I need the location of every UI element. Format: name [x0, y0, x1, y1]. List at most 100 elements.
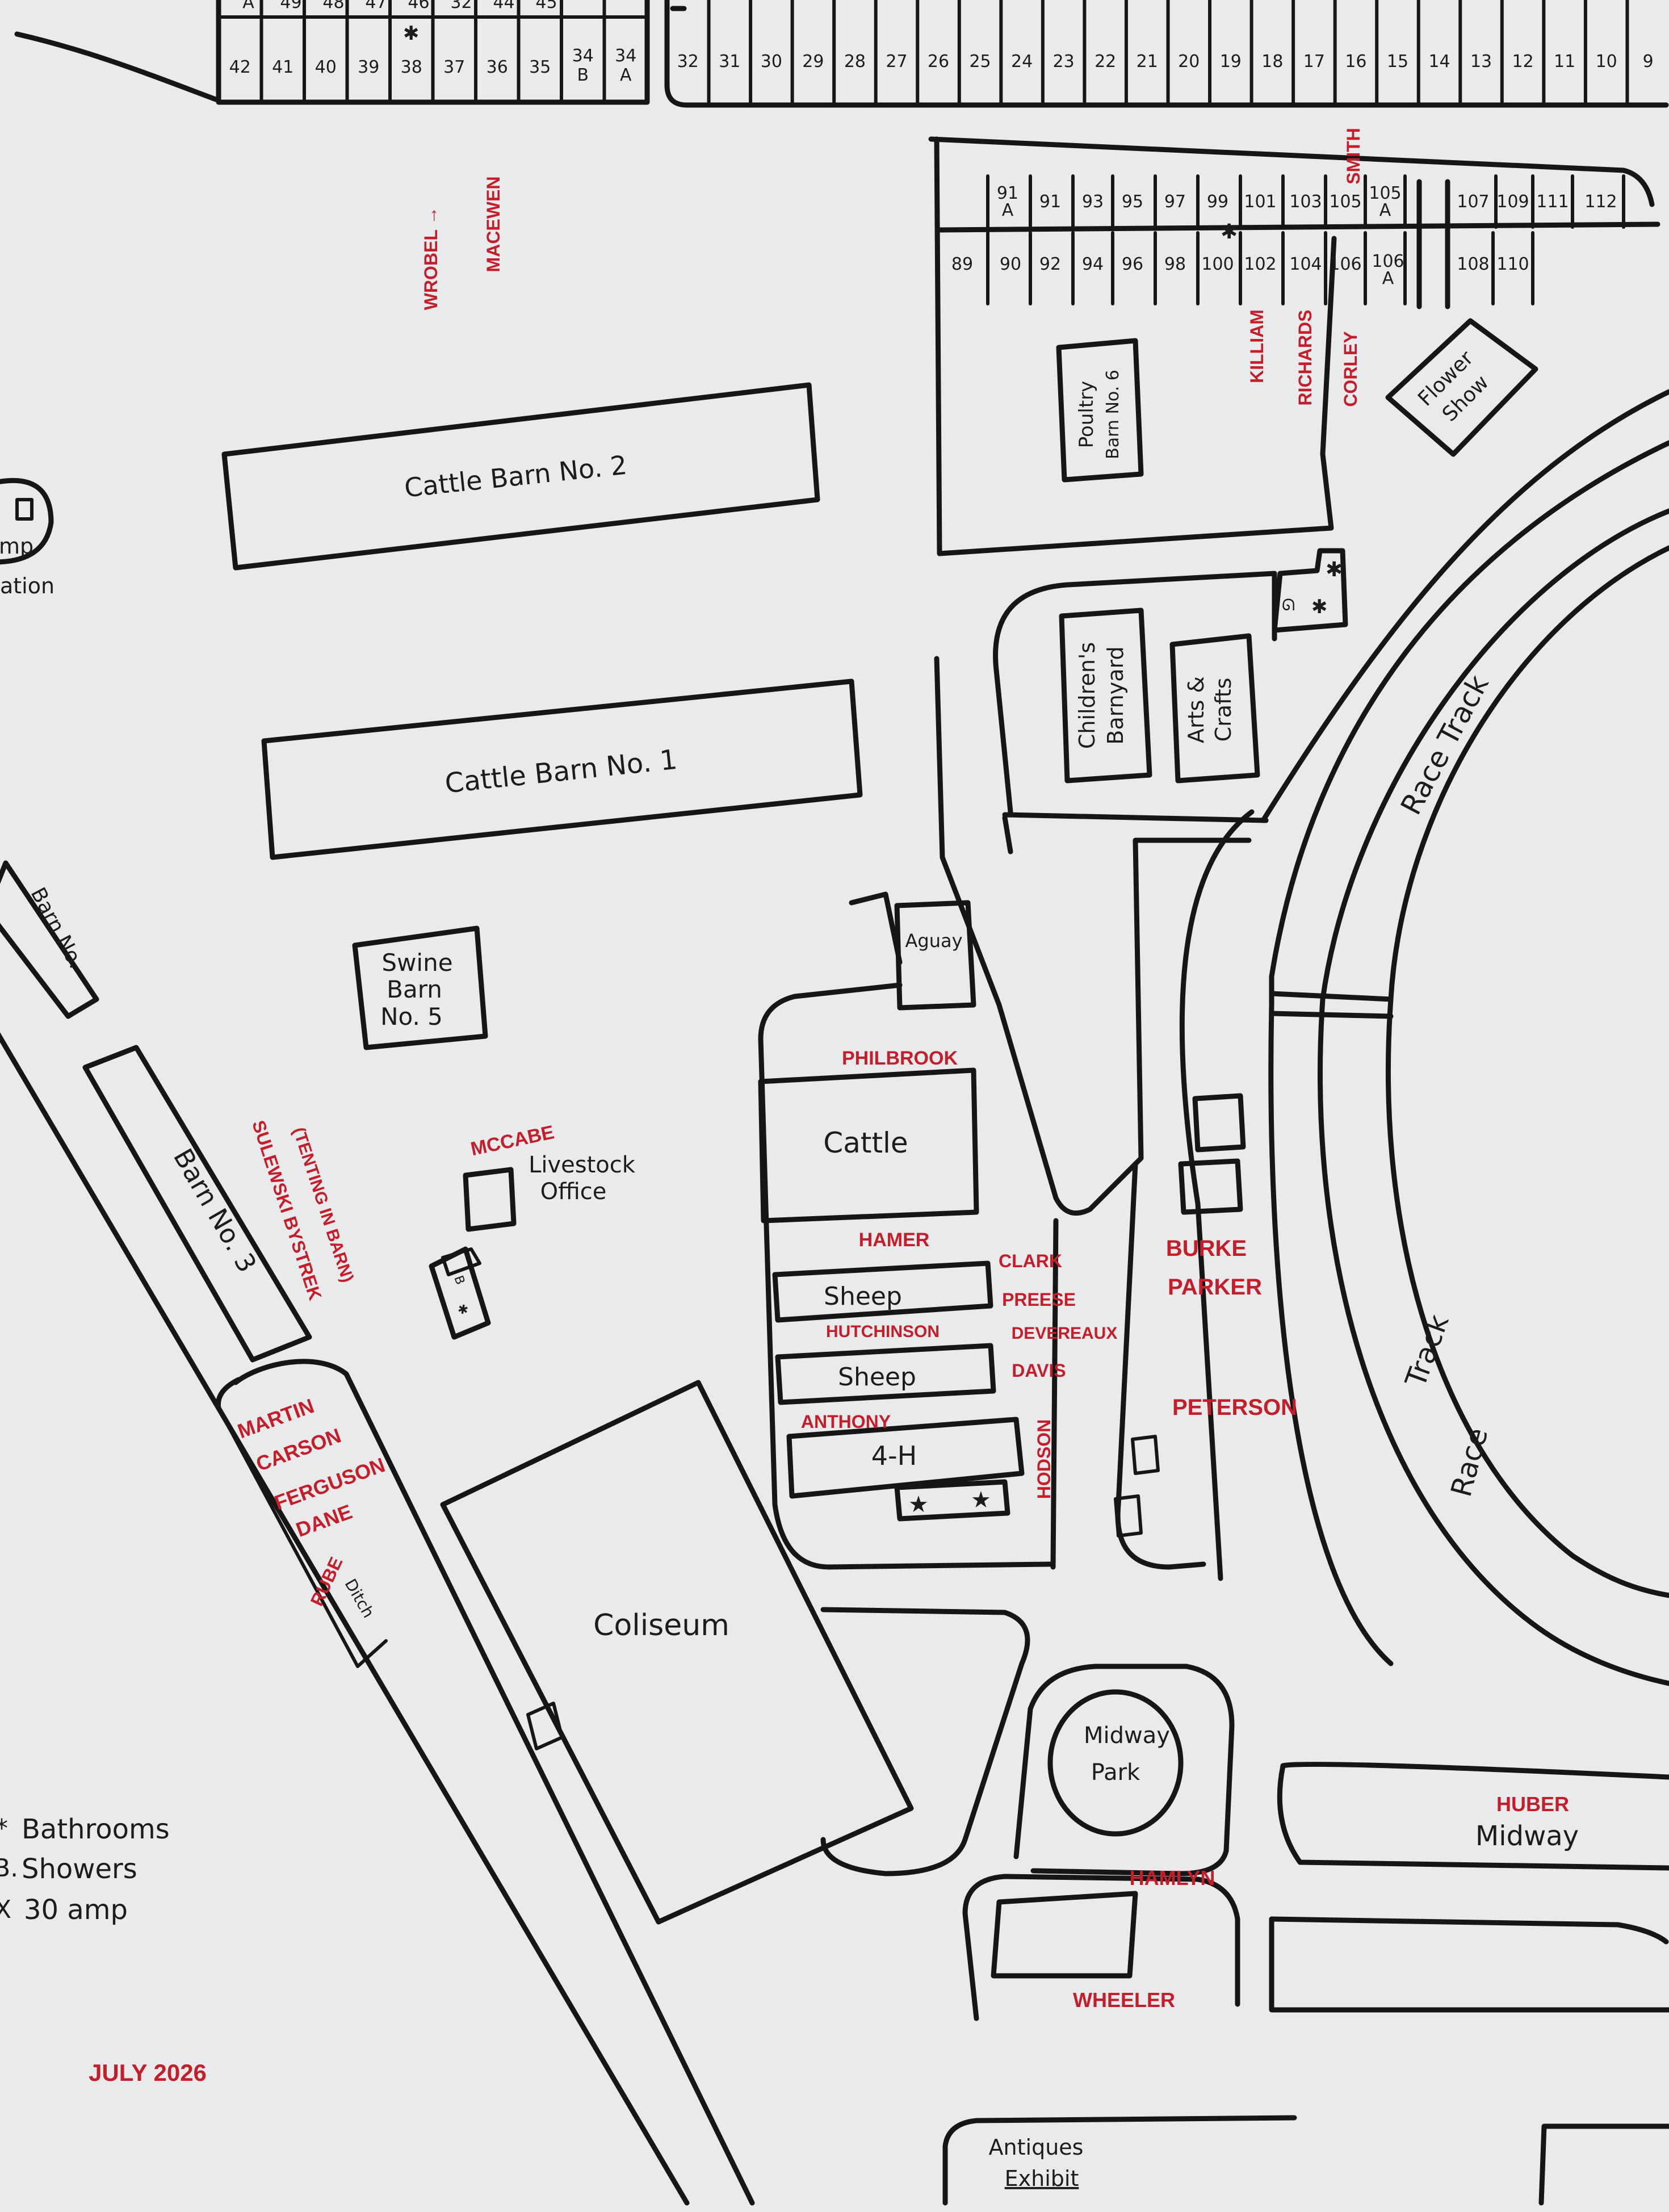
- lot-number: 23: [1053, 52, 1075, 72]
- bathroom-squares-right: [1114, 1093, 1246, 1537]
- lot-number: 27: [886, 52, 907, 72]
- map-date: JULY 2026: [89, 2059, 207, 2086]
- shower-icon: B: [451, 1274, 467, 1287]
- coliseum-entrance: [526, 1702, 564, 1750]
- lot-number: 12: [1512, 52, 1534, 72]
- swine-barn-outline: [352, 925, 488, 1050]
- lot-number: 49: [280, 0, 301, 12]
- name-hamlyn: HAMLYN: [1130, 1866, 1215, 1890]
- track-infield-road-left: [1179, 809, 1255, 1581]
- four-h-shed-outline: [786, 1417, 1025, 1499]
- name-richards: RICHARDS: [1295, 310, 1315, 406]
- race-track: Race Track Race Track: [1179, 389, 1669, 1686]
- race-track-outer-upper: [1260, 389, 1669, 823]
- lot-number: 98: [1164, 254, 1186, 274]
- lot-number: 24: [1011, 52, 1033, 72]
- shower-icon: ᘏ: [1282, 596, 1295, 614]
- childrens-barnyard-label-2: Barnyard: [1103, 646, 1128, 744]
- antiques-exhibit-label-2: Exhibit: [1005, 2166, 1079, 2191]
- swine-barn-label-1: Swine: [381, 949, 452, 977]
- name-burke: BURKE: [1166, 1236, 1247, 1261]
- barn-partial: Barn No.: [0, 860, 99, 1019]
- lot-number: 36: [487, 57, 508, 77]
- track-crossing-bottom: [1269, 1011, 1394, 1019]
- lower-right-lot-top: [1269, 1916, 1669, 1945]
- coliseum-east-road: [820, 1607, 1030, 1876]
- lot-number: 110: [1496, 254, 1529, 274]
- road-edge-top-left: [14, 31, 219, 102]
- lot-number: 102: [1244, 254, 1276, 274]
- center-road-loop: [934, 656, 1252, 1216]
- lot-number: 109: [1496, 192, 1529, 212]
- midway-park-circle: [1047, 1689, 1184, 1837]
- square-icon: [1114, 1494, 1143, 1537]
- camper-names: WROBEL → MACEWEN SMITH KILLIAM RICHARDS …: [234, 128, 1569, 2012]
- sheep-shed-1: Sheep: [772, 1260, 993, 1323]
- livestock-complex-outline: [758, 982, 1053, 1570]
- lot-number: 40: [315, 57, 337, 77]
- lot-number: 94: [1082, 254, 1104, 274]
- cattle-barn-1-outline: [261, 678, 863, 860]
- race-track-inner-oval: [1386, 545, 1669, 1598]
- name-clark: CLARK: [999, 1251, 1062, 1271]
- name-parker: PARKER: [1168, 1275, 1262, 1300]
- lot-number: 47: [365, 0, 387, 12]
- lot-number: 107: [1457, 192, 1489, 212]
- lot-road-edge: [928, 136, 1655, 207]
- top-lot-block-right: [664, 0, 1669, 108]
- lot-number: 32: [450, 0, 472, 12]
- square-icon: [15, 498, 33, 521]
- midway-park-outline: [1013, 1664, 1235, 1876]
- sheep-shed-1-outline: [772, 1260, 993, 1323]
- lot-number: 21: [1137, 52, 1158, 72]
- poultry-barn: Poultry Barn No. 6: [1056, 338, 1144, 483]
- lot-number: 18: [1261, 52, 1283, 72]
- lot-number: 10: [1596, 52, 1617, 72]
- childrens-barnyard: Children's Barnyard: [1059, 608, 1152, 784]
- poultry-barn-outline: [1056, 338, 1144, 483]
- square-icon: [1178, 1158, 1243, 1215]
- wheeler-lot-outline: [962, 1874, 1240, 2021]
- aguay-road: [849, 891, 903, 965]
- lot-number: 89: [951, 254, 973, 274]
- coliseum-label: Coliseum: [593, 1608, 729, 1643]
- lot-number: 39: [358, 57, 379, 77]
- livestock-office-outline: [463, 1167, 517, 1232]
- lot-number: 15: [1387, 52, 1408, 72]
- swine-barn-label-3: No. 5: [380, 1003, 443, 1030]
- name-smith: SMITH: [1343, 128, 1364, 185]
- star-icon: ★: [971, 1487, 991, 1513]
- lot-number: 96: [1122, 254, 1143, 274]
- lot-number: 22: [1095, 52, 1116, 72]
- bathroom-building-left: B ✱: [429, 1246, 491, 1340]
- lot-number: 48: [322, 0, 344, 12]
- lot-number: 91: [1039, 192, 1061, 212]
- lot-number: 44: [493, 0, 514, 12]
- barn-no-3-outline: [82, 1045, 312, 1363]
- midway-park-label-1: Midway: [1084, 1723, 1170, 1749]
- pump-station-label-2: ation: [0, 573, 54, 598]
- name-davis: DAVIS: [1012, 1360, 1066, 1381]
- barnyard-road-outline: [993, 571, 1277, 815]
- cattle-barn-1-label: Cattle Barn No. 1: [443, 744, 679, 800]
- childrens-barnyard-outline: [1059, 608, 1152, 784]
- bathroom-building-left-top: [441, 1247, 481, 1276]
- lot-number: 103: [1289, 192, 1322, 212]
- livestock-office: Livestock Office: [463, 1152, 636, 1232]
- cattle-shed-outline: [758, 1067, 979, 1224]
- legend-showers: Showers: [22, 1853, 137, 1885]
- sheep-shed-2: Sheep: [775, 1343, 996, 1405]
- lot-row-center-line: [937, 221, 1660, 233]
- ditch-area-edge: [215, 1377, 241, 1411]
- four-h-shed: 4-H ★ ★: [786, 1417, 1025, 1522]
- legend-amp: 30 amp: [24, 1894, 128, 1926]
- lot-number: 112: [1584, 192, 1617, 212]
- childrens-barnyard-label-1: Children's: [1075, 642, 1100, 749]
- coliseum: Coliseum: [440, 1380, 914, 1925]
- name-peterson: PETERSON: [1172, 1395, 1297, 1420]
- arts-crafts-label-2: Crafts: [1211, 678, 1236, 742]
- legend-amp-mark: X: [0, 1895, 11, 1924]
- star-icon: ★: [908, 1492, 929, 1518]
